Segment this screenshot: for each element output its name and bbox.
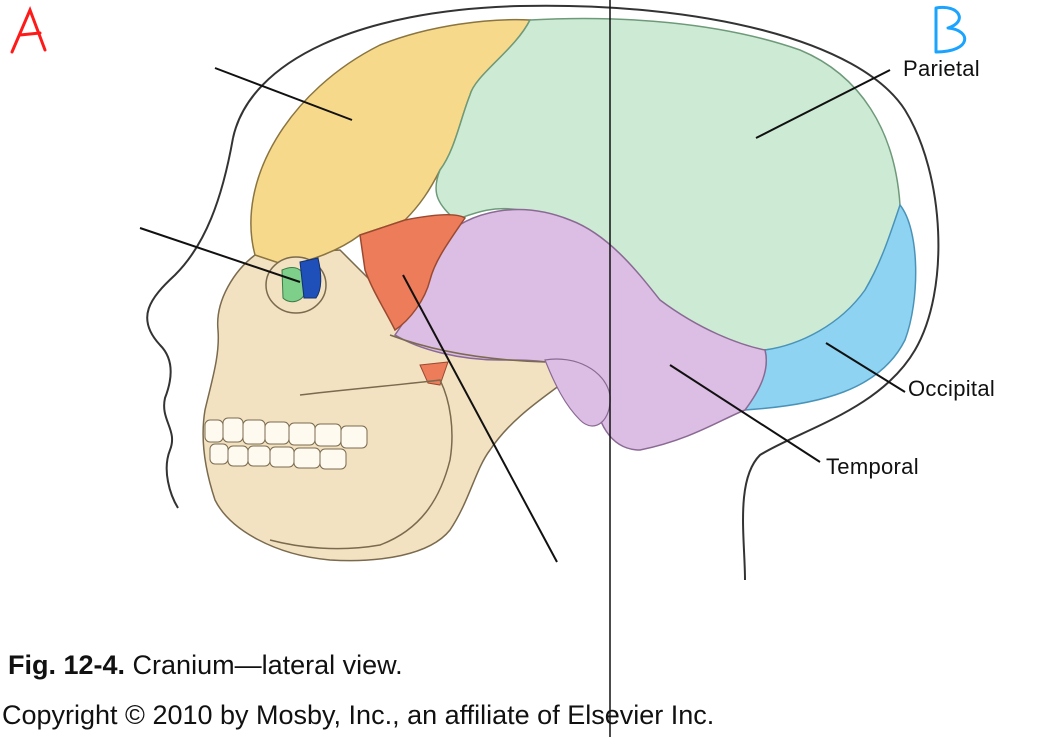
teeth [204, 417, 368, 470]
leader-occipital [825, 342, 906, 393]
leader-parietal [755, 69, 891, 139]
label-occipital: Occipital [908, 376, 996, 401]
mastoid-process [544, 358, 611, 427]
leader-temporal [669, 364, 821, 463]
figure-number: Fig. 12-4. [8, 650, 126, 680]
label-temporal: Temporal [826, 454, 919, 479]
sphenoid-bone [359, 213, 467, 332]
figure-caption: Fig. 12-4. Cranium—lateral view. [8, 650, 403, 681]
handwritten-b-mark [934, 5, 967, 54]
leader-frontal [214, 67, 353, 121]
head-outline [232, 4, 940, 581]
copyright-line: Copyright © 2010 by Mosby, Inc., an affi… [2, 700, 715, 730]
leader-sphenoid [402, 274, 558, 563]
orbit-blue [299, 257, 322, 299]
handwritten-a-mark [10, 5, 47, 54]
leader-orbit [139, 227, 301, 283]
temporal-bone [393, 208, 767, 451]
zygomatic-arch [389, 334, 546, 363]
figure-title: Cranium—lateral view. [132, 650, 403, 680]
face-outline [146, 137, 234, 509]
sphenoid-lower [419, 361, 449, 386]
label-parietal: Parietal [903, 56, 980, 81]
mandible [269, 379, 453, 550]
